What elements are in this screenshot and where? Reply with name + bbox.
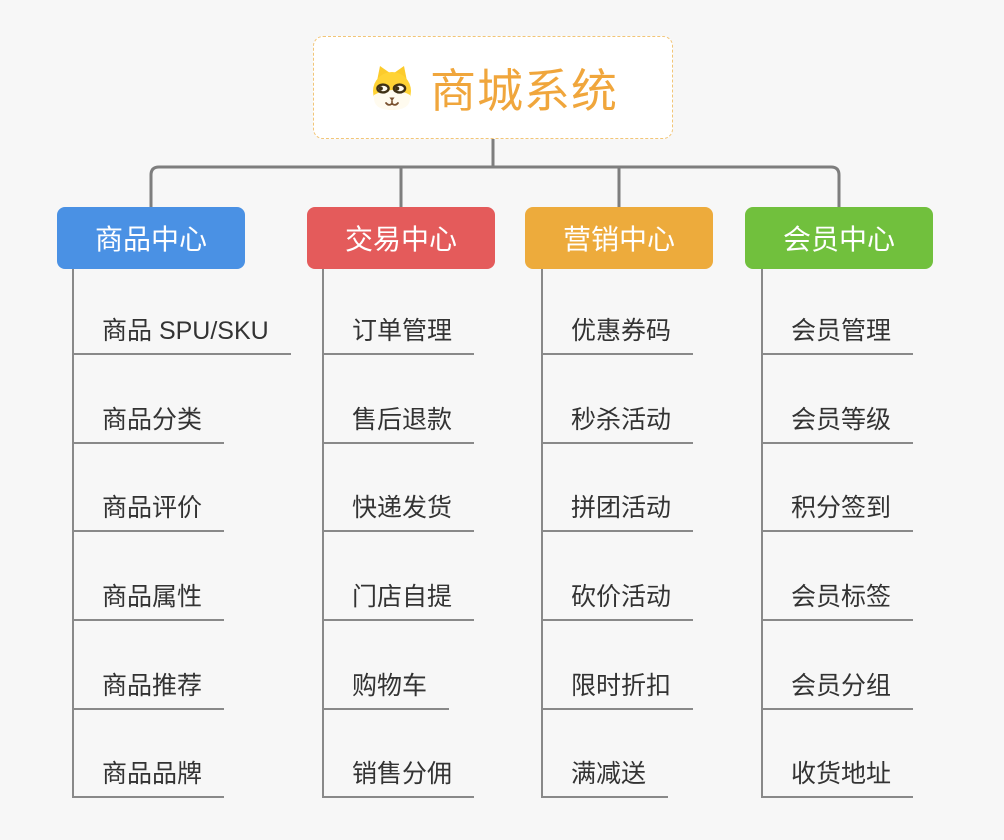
leaf-label: 商品分类	[102, 406, 203, 434]
dog-face-icon	[368, 64, 416, 112]
leaf-label: 会员分组	[791, 672, 892, 700]
leaf-label: 商品品牌	[102, 760, 203, 788]
leaf-label: 秒杀活动	[571, 406, 672, 434]
branch-label: 交易中心	[344, 224, 457, 255]
branch-spine-line	[322, 269, 324, 798]
leaf-label: 快递发货	[352, 494, 453, 522]
branch-spine-line	[72, 269, 74, 798]
branch-node-marketing-center[interactable]: 营销中心	[525, 207, 713, 269]
leaf-node[interactable]: 商品品牌	[72, 760, 225, 798]
branch-label: 商品中心	[94, 224, 207, 255]
root-node[interactable]: 商城系统	[313, 36, 673, 139]
leaf-node[interactable]: 商品推荐	[72, 672, 225, 710]
leaf-node[interactable]: 砍价活动	[541, 583, 694, 621]
leaf-label: 商品 SPU/SKU	[102, 317, 269, 345]
leaf-node[interactable]: 会员等级	[761, 406, 914, 444]
leaf-node[interactable]: 商品评价	[72, 494, 225, 532]
leaf-node[interactable]: 优惠券码	[541, 317, 694, 355]
leaf-node[interactable]: 快递发货	[322, 494, 475, 532]
leaf-node[interactable]: 销售分佣	[322, 760, 475, 798]
branch-spine-line	[541, 269, 543, 798]
leaf-node[interactable]: 秒杀活动	[541, 406, 694, 444]
leaf-label: 优惠券码	[571, 317, 672, 345]
leaf-node[interactable]: 积分签到	[761, 494, 914, 532]
branch-spine-line	[761, 269, 763, 798]
leaf-label: 订单管理	[352, 317, 453, 345]
branch-label: 营销中心	[562, 224, 675, 255]
leaf-node[interactable]: 拼团活动	[541, 494, 694, 532]
branch-label: 会员中心	[782, 224, 895, 255]
leaf-label: 门店自提	[352, 583, 453, 611]
leaf-label: 会员管理	[791, 317, 892, 345]
leaf-label: 售后退款	[352, 406, 453, 434]
leaf-node[interactable]: 商品分类	[72, 406, 225, 444]
branch-node-trade-center[interactable]: 交易中心	[307, 207, 495, 269]
leaf-label: 积分签到	[791, 494, 892, 522]
leaf-label: 拼团活动	[571, 494, 672, 522]
leaf-node[interactable]: 限时折扣	[541, 672, 694, 710]
leaf-label: 砍价活动	[571, 583, 672, 611]
leaf-label: 商品评价	[102, 494, 203, 522]
leaf-label: 购物车	[352, 672, 428, 700]
leaf-node[interactable]: 商品属性	[72, 583, 225, 621]
leaf-node[interactable]: 收货地址	[761, 760, 914, 798]
leaf-label: 会员标签	[791, 583, 892, 611]
leaf-label: 会员等级	[791, 406, 892, 434]
leaf-node[interactable]: 售后退款	[322, 406, 475, 444]
leaf-node[interactable]: 购物车	[322, 672, 450, 710]
leaf-label: 收货地址	[791, 760, 892, 788]
branch-node-member-center[interactable]: 会员中心	[745, 207, 933, 269]
leaf-node[interactable]: 会员分组	[761, 672, 914, 710]
leaf-label: 限时折扣	[571, 672, 672, 700]
leaf-node[interactable]: 会员标签	[761, 583, 914, 621]
branch-node-product-center[interactable]: 商品中心	[57, 207, 245, 269]
leaf-label: 商品属性	[102, 583, 203, 611]
root-title: 商城系统	[430, 64, 618, 117]
leaf-node[interactable]: 满减送	[541, 760, 669, 798]
leaf-label: 满减送	[571, 760, 647, 788]
leaf-node[interactable]: 会员管理	[761, 317, 914, 355]
leaf-node[interactable]: 商品 SPU/SKU	[72, 317, 291, 355]
leaf-node[interactable]: 门店自提	[322, 583, 475, 621]
leaf-node[interactable]: 订单管理	[322, 317, 475, 355]
leaf-label: 商品推荐	[102, 672, 203, 700]
leaf-label: 销售分佣	[352, 760, 453, 788]
